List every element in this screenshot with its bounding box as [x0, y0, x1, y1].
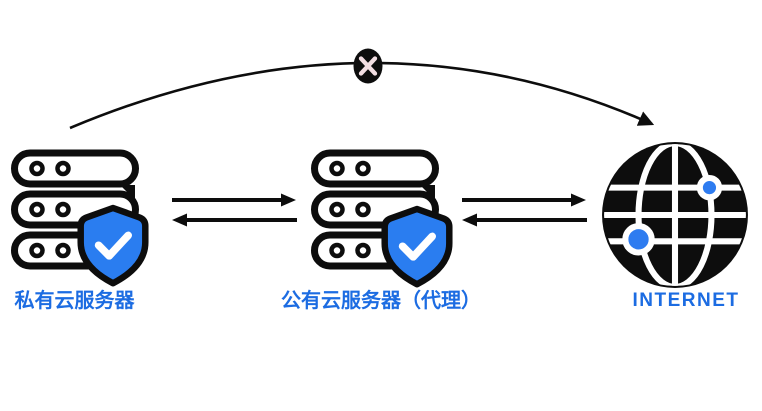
network-node-dot	[622, 223, 655, 256]
server-indicator-dots	[329, 160, 371, 259]
bidirectional-arrows-private-proxy	[172, 193, 297, 227]
internet-globe-icon	[602, 142, 748, 288]
network-node-dot	[696, 174, 723, 201]
proxy-server-label: 公有云服务器（代理）	[281, 290, 481, 312]
shield-check-icon	[381, 205, 453, 288]
blocked-x-icon	[353, 48, 383, 84]
server-indicator-dots	[29, 160, 71, 259]
shield-check-icon	[77, 204, 149, 287]
private-server-label: 私有云服务器	[14, 290, 135, 312]
blocked-connection-arc	[69, 48, 655, 130]
internet-label: INTERNET	[632, 290, 740, 311]
bidirectional-arrows-proxy-internet	[462, 193, 587, 227]
